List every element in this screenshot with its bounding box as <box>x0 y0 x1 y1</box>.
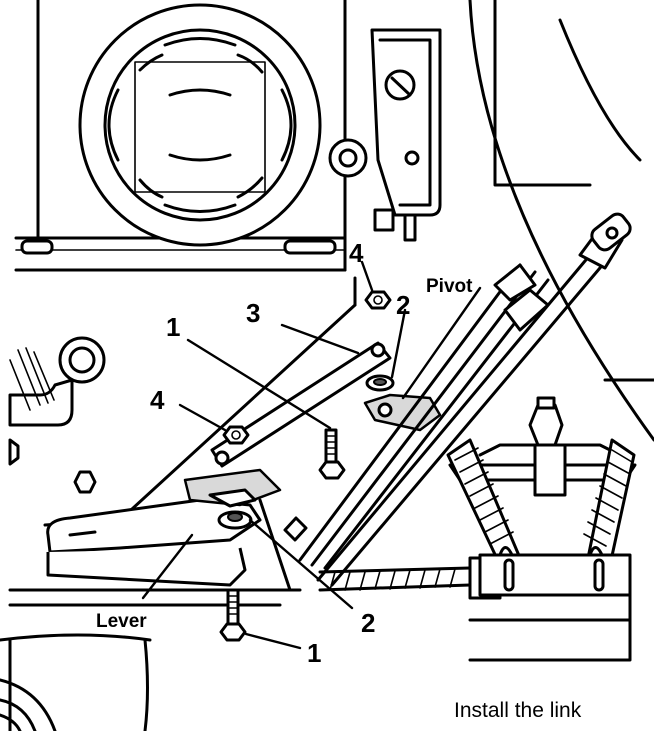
callout-1-bottom: 1 <box>307 638 321 668</box>
callout-2-top: 2 <box>396 290 410 320</box>
pivot-label: Pivot <box>426 276 473 297</box>
fan-cover <box>78 3 322 247</box>
lever-label: Lever <box>96 611 147 632</box>
leader-lines <box>141 260 482 650</box>
callout-2-bottom: 2 <box>361 608 375 638</box>
callout-4-left: 4 <box>150 385 165 415</box>
nut-left <box>222 425 250 445</box>
callout-1-top: 1 <box>166 312 180 342</box>
bolt-bottom <box>219 588 247 642</box>
bolt-top <box>318 428 346 480</box>
control-panel <box>328 28 442 242</box>
figure-caption: Install the link <box>454 699 582 722</box>
link-bar <box>210 341 392 468</box>
washer-top <box>365 374 395 392</box>
right-frame <box>468 0 654 442</box>
lever-assembly <box>46 468 308 592</box>
nut-top <box>364 290 392 310</box>
horizontal-spring <box>318 556 502 600</box>
coil-springs <box>446 396 637 597</box>
callout-4-top: 4 <box>349 238 364 268</box>
callout-3: 3 <box>246 298 260 328</box>
pivot-arm <box>298 212 632 587</box>
left-hose <box>8 336 106 494</box>
